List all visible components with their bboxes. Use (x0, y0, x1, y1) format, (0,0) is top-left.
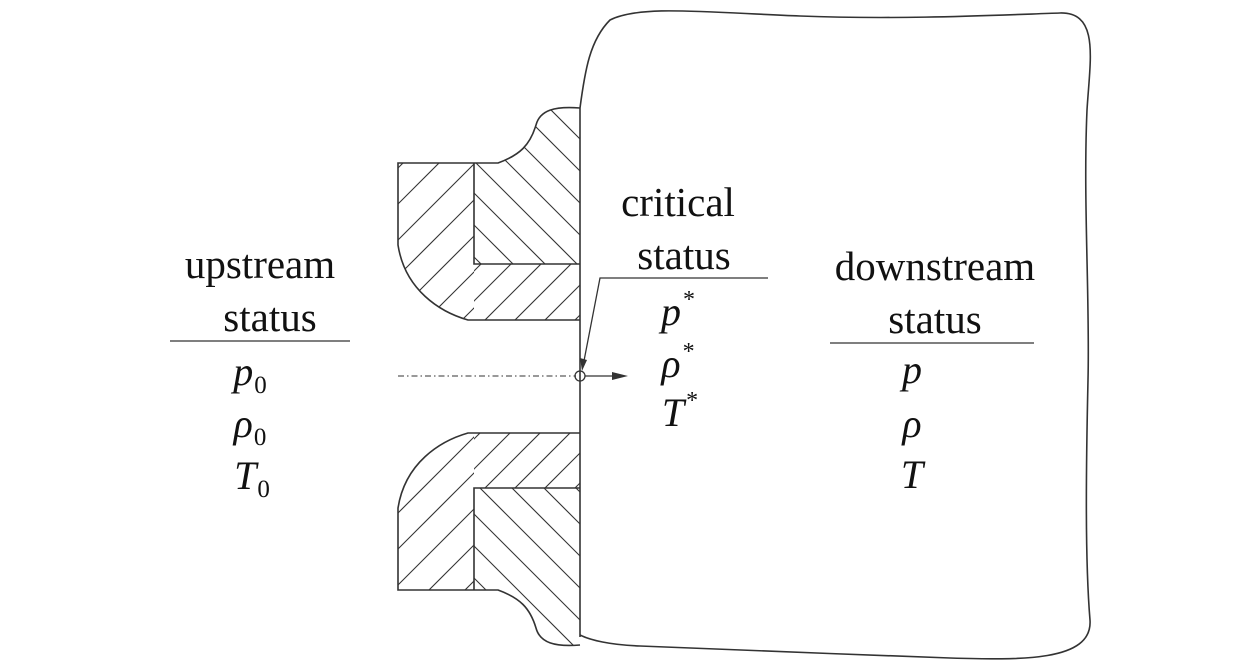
hatch-line (398, 433, 474, 590)
upstream-heading-line2: status (223, 294, 317, 340)
hatch-line (474, 433, 521, 488)
hatch-line (474, 488, 580, 646)
hatch-line (635, 423, 812, 600)
critical-density: ρ* (648, 340, 708, 386)
critical-leader-arrowhead (580, 358, 587, 371)
hatch-line (474, 264, 551, 320)
critical-heading-line2: status (637, 232, 731, 278)
upstream-density-symbol: ρ (233, 401, 253, 446)
hatch-line (599, 423, 776, 600)
critical-leader-line (582, 277, 768, 367)
hatch-line (246, 478, 428, 660)
downstream-heading-line2: status (888, 296, 982, 342)
hatch-line (203, 423, 380, 600)
upstream-pressure: p0 (220, 349, 280, 399)
hatch-line (415, 163, 474, 320)
hatch-line (398, 163, 474, 320)
critical-density-superscript: * (682, 339, 695, 365)
upstream-pressure-subscript: 0 (254, 372, 267, 399)
flow-arrow-head (612, 372, 628, 380)
hatch-line (726, 478, 908, 660)
upstream-density: ρ0 (220, 401, 280, 451)
hatch-line (398, 433, 474, 590)
hatch-line (535, 107, 580, 264)
hatch-line (595, 423, 670, 498)
hatch-line (563, 423, 740, 600)
downstream-temperature: T (900, 452, 924, 497)
upstream-temperature-subscript: 0 (257, 476, 270, 503)
hatch-line (398, 163, 474, 320)
hatch-line (474, 107, 557, 264)
hatch-line (398, 433, 474, 590)
hatch-line (355, 423, 430, 498)
hatch-line (504, 433, 580, 488)
hatch-line (398, 163, 453, 320)
downstream-pressure: p (902, 347, 922, 392)
lower-inner-hatching (246, 478, 972, 660)
hatch-line (418, 433, 474, 590)
hatch-line (355, 255, 430, 330)
hatch-line (630, 478, 812, 660)
hatch-line (278, 478, 460, 660)
hatch-line (474, 433, 551, 488)
critical-pressure-symbol: p (661, 289, 681, 334)
hatch-line (504, 264, 580, 320)
hatch-line (564, 264, 580, 320)
hatch-line (533, 488, 580, 646)
hatch-line (758, 478, 940, 660)
hatch-line (662, 478, 844, 660)
upper-nozzle-body (397, 106, 581, 321)
hatch-line (694, 478, 876, 660)
hatch-line (474, 488, 493, 646)
hatch-line (790, 478, 972, 660)
hatch-line (598, 478, 780, 660)
hatch-line (385, 255, 460, 330)
hatch-line (474, 488, 580, 646)
hatch-line (454, 433, 474, 590)
hatch-line (501, 488, 580, 646)
critical-heading-line1: critical (621, 179, 735, 225)
upstream-heading-line1: upstream (184, 241, 336, 287)
critical-density-symbol: ρ (661, 341, 681, 386)
critical-pressure: p* (648, 288, 708, 334)
hatch-line (474, 107, 525, 264)
lower-throat-hatching (355, 423, 760, 498)
chamber-outline (579, 10, 1092, 660)
hatch-line (474, 488, 580, 646)
hatch-line (398, 433, 453, 590)
upstream-temperature: T0 (222, 453, 282, 503)
hatch-line (685, 423, 760, 498)
critical-pressure-superscript: * (683, 287, 695, 313)
hatch-line (564, 433, 580, 488)
critical-temperature: T* (650, 389, 710, 435)
hatch-line (474, 264, 521, 320)
hatch-line (534, 264, 580, 320)
hatch-line (474, 433, 491, 488)
upper-throat-hatching (355, 255, 580, 330)
upstream-temperature-symbol: T (234, 453, 257, 498)
hatch-line (671, 423, 848, 600)
hatch-line (565, 488, 580, 646)
upstream-density-subscript: 0 (253, 424, 267, 451)
downstream-heading-line1: downstream (834, 243, 1036, 289)
lower-nozzle-body (397, 432, 581, 647)
hatch-line (474, 107, 580, 264)
upstream-pressure-symbol: p (233, 349, 254, 394)
critical-temperature-superscript: * (686, 388, 699, 414)
hatch-line (398, 163, 474, 320)
downstream-density: ρ (902, 401, 922, 446)
hatch-line (474, 107, 580, 264)
hatch-line (534, 433, 580, 488)
lower-outer-hatching (203, 423, 848, 600)
hatch-line (385, 423, 460, 498)
critical-temperature-symbol: T (661, 390, 685, 435)
hatch-line (474, 264, 491, 320)
